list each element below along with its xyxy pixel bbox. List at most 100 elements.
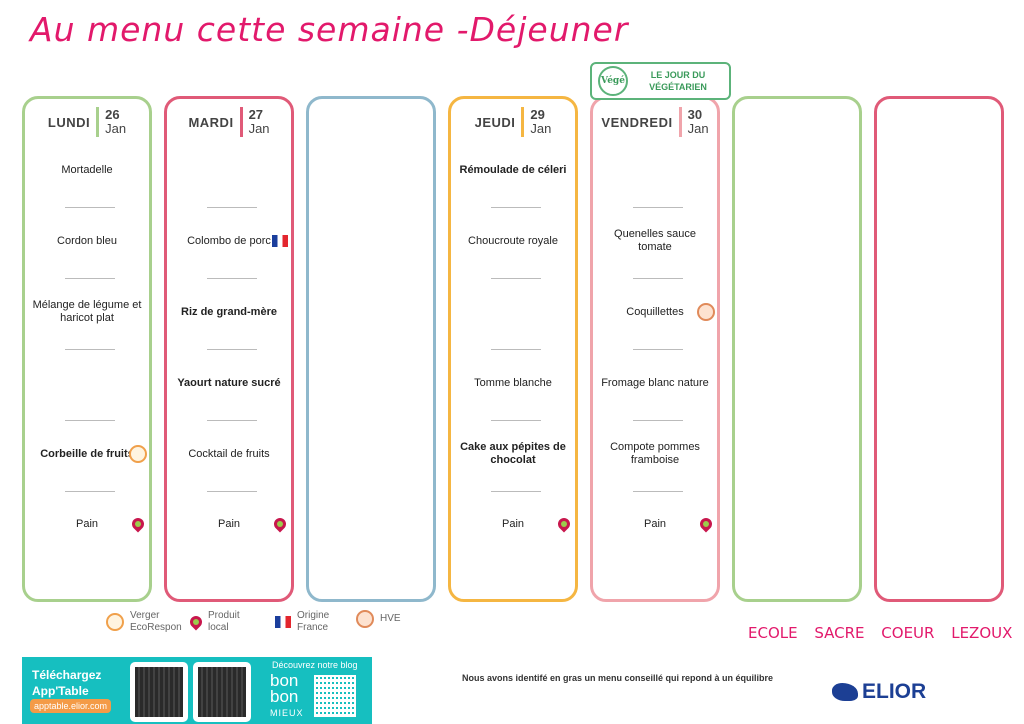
menu-item: Cordon bleu: [57, 234, 117, 247]
menu-item: [455, 292, 571, 332]
legend-label2: EcoRespon: [130, 622, 182, 633]
menu-item: [29, 363, 145, 403]
brand2: bon: [270, 687, 299, 706]
divider: [633, 420, 683, 421]
menu-item: Mortadelle: [61, 163, 113, 176]
divider: [633, 207, 683, 208]
divider: [65, 207, 115, 208]
menu-item: Fromage blanc nature: [601, 376, 709, 389]
vege-text: LE JOUR DU VÉGÉTARIEN: [649, 70, 707, 92]
day-number: 30: [687, 107, 703, 122]
divider: [207, 491, 257, 492]
menu-item: Tomme blanche: [474, 376, 552, 389]
bison-icon: [832, 683, 858, 701]
divider: [491, 420, 541, 421]
menu-item: Mélange de légume et haricot plat: [32, 299, 142, 324]
balance-note: Nous avons identifé en gras un menu cons…: [462, 673, 774, 683]
divider: [633, 349, 683, 350]
menu-item: Corbeille de fruits: [40, 447, 134, 460]
day-column: [732, 96, 862, 602]
divider: [65, 349, 115, 350]
menu-item: Pain: [75, 517, 99, 530]
menu-item: [597, 150, 713, 190]
divider: [207, 420, 257, 421]
month: Jan: [105, 121, 127, 136]
menu-item: Rémoulade de céleri: [459, 163, 567, 176]
menu-item: Cocktail de fruits: [188, 447, 270, 460]
banner-line2: App'Table: [32, 684, 89, 698]
divider: [65, 491, 115, 492]
local-product-pin-icon: [271, 515, 289, 533]
month: Jan: [687, 121, 709, 136]
app-url-link[interactable]: apptable.elior.com: [30, 699, 112, 713]
vegetarian-day-badge: Végé LE JOUR DU VÉGÉTARIEN: [590, 62, 731, 100]
legend-label2: France: [297, 622, 329, 633]
verger-icon: [129, 445, 147, 463]
local-product-pin-icon: [129, 515, 147, 533]
legend-label2: local: [208, 622, 229, 633]
verger-icon: [106, 613, 124, 631]
divider: [633, 278, 683, 279]
legend-label: Verger: [130, 610, 160, 621]
menu-item: Riz de grand-mère: [181, 305, 277, 318]
playstore-qr-icon[interactable]: [193, 662, 251, 722]
banner-line1: Téléchargez: [32, 668, 102, 682]
divider: [491, 349, 541, 350]
legend-label: HVE: [380, 613, 401, 624]
day-name: JEUDI: [474, 114, 516, 130]
menu-item: Choucroute royale: [468, 234, 558, 247]
menu-item: Colombo de porc: [187, 234, 271, 247]
divider: [207, 349, 257, 350]
menu-item: [171, 150, 287, 190]
menu-item: Quenelles sauce tomate: [614, 228, 696, 253]
menu-item: Yaourt nature sucré: [177, 376, 281, 389]
france-flag-icon: [275, 616, 291, 628]
month: Jan: [530, 121, 552, 136]
divider: [65, 420, 115, 421]
divider: [207, 207, 257, 208]
brand-name: ELIOR: [862, 680, 927, 703]
menu-item: Compote pommes framboise: [610, 441, 700, 466]
divider: [65, 278, 115, 279]
blog-label: Découvrez notre blog: [272, 660, 358, 670]
month: Jan: [248, 121, 270, 136]
divider: [207, 278, 257, 279]
france-flag-icon: [272, 235, 288, 247]
hve-icon: [356, 610, 374, 628]
day-column: [306, 96, 436, 602]
day-name: VENDREDI: [601, 114, 673, 130]
day-column: [874, 96, 1004, 602]
blog-qr-icon[interactable]: [314, 675, 356, 717]
day-number: 26: [105, 107, 120, 122]
day-number: 29: [530, 107, 545, 122]
divider: [491, 278, 541, 279]
brand3: MIEUX: [270, 708, 304, 718]
menu-item: Pain: [643, 517, 667, 530]
divider: [491, 207, 541, 208]
divider: [491, 491, 541, 492]
menu-item: Coquillettes: [626, 305, 684, 318]
menu-item: Pain: [217, 517, 241, 530]
page-title: Au menu cette semaine -Déjeuner: [30, 10, 629, 49]
day-number: 27: [248, 107, 264, 122]
appstore-qr-icon[interactable]: [130, 662, 188, 722]
legend-label: Origine: [297, 610, 330, 621]
school-name: ECOLE SACRE COEUR LEZOUX: [748, 624, 1013, 642]
menu-item: Pain: [501, 517, 525, 530]
day-name: LUNDI: [47, 114, 91, 130]
legend-item: HVE: [356, 610, 401, 628]
day-name: MARDI: [188, 114, 234, 130]
brand1: bon: [270, 671, 299, 690]
